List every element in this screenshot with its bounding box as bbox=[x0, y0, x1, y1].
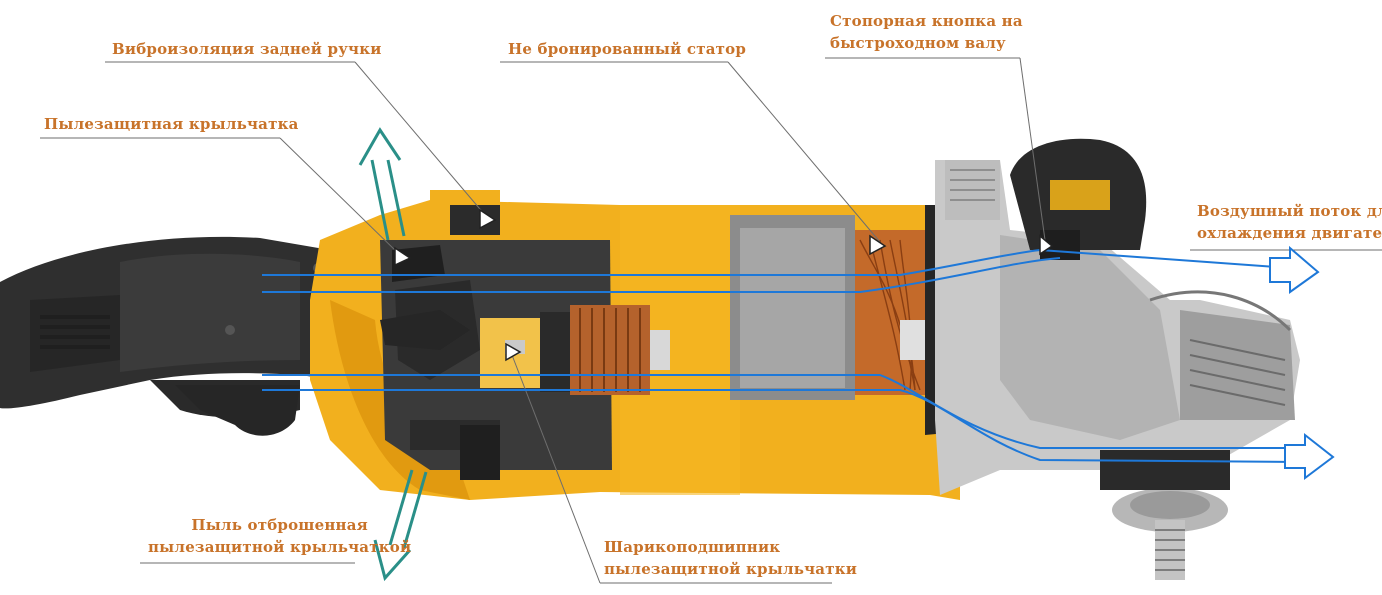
label-text: Стопорная кнопка на bbox=[830, 10, 1023, 32]
label-text: Шарикоподшипник bbox=[604, 536, 857, 558]
airflow-right-arrow-icon bbox=[1285, 435, 1333, 478]
label-spindle-lock: Стопорная кнопка на быстроходном валу bbox=[830, 10, 1023, 54]
label-text: Виброизоляция задней ручки bbox=[112, 38, 382, 60]
stator bbox=[730, 215, 930, 400]
spindle-lock-button bbox=[1010, 139, 1146, 260]
label-text: Пылезащитная крыльчатка bbox=[44, 113, 299, 135]
label-text: быстроходном валу bbox=[830, 32, 1023, 54]
label-unarmored-stator: Не бронированный статор bbox=[508, 38, 746, 60]
label-text: Пыль отброшенная bbox=[148, 514, 411, 536]
airflow-right-arrow-icon bbox=[1270, 248, 1318, 292]
label-text: Воздушный поток для bbox=[1197, 200, 1382, 222]
label-text: пылезащитной крыльчаткой bbox=[148, 536, 411, 558]
spindle-flange bbox=[1100, 450, 1230, 580]
label-dust-expelled: Пыль отброшенная пылезащитной крыльчатко… bbox=[148, 514, 411, 558]
label-rear-handle-isolation: Виброизоляция задней ручки bbox=[112, 38, 382, 60]
label-text: охлаждения двигателя bbox=[1197, 222, 1382, 244]
label-airflow: Воздушный поток для охлаждения двигателя bbox=[1197, 200, 1382, 244]
label-text: пылезащитной крыльчатки bbox=[604, 558, 857, 580]
label-text: Не бронированный статор bbox=[508, 38, 746, 60]
label-bearing: Шарикоподшипник пылезащитной крыльчатки bbox=[604, 536, 857, 580]
label-dust-impeller: Пылезащитная крыльчатка bbox=[44, 113, 299, 135]
